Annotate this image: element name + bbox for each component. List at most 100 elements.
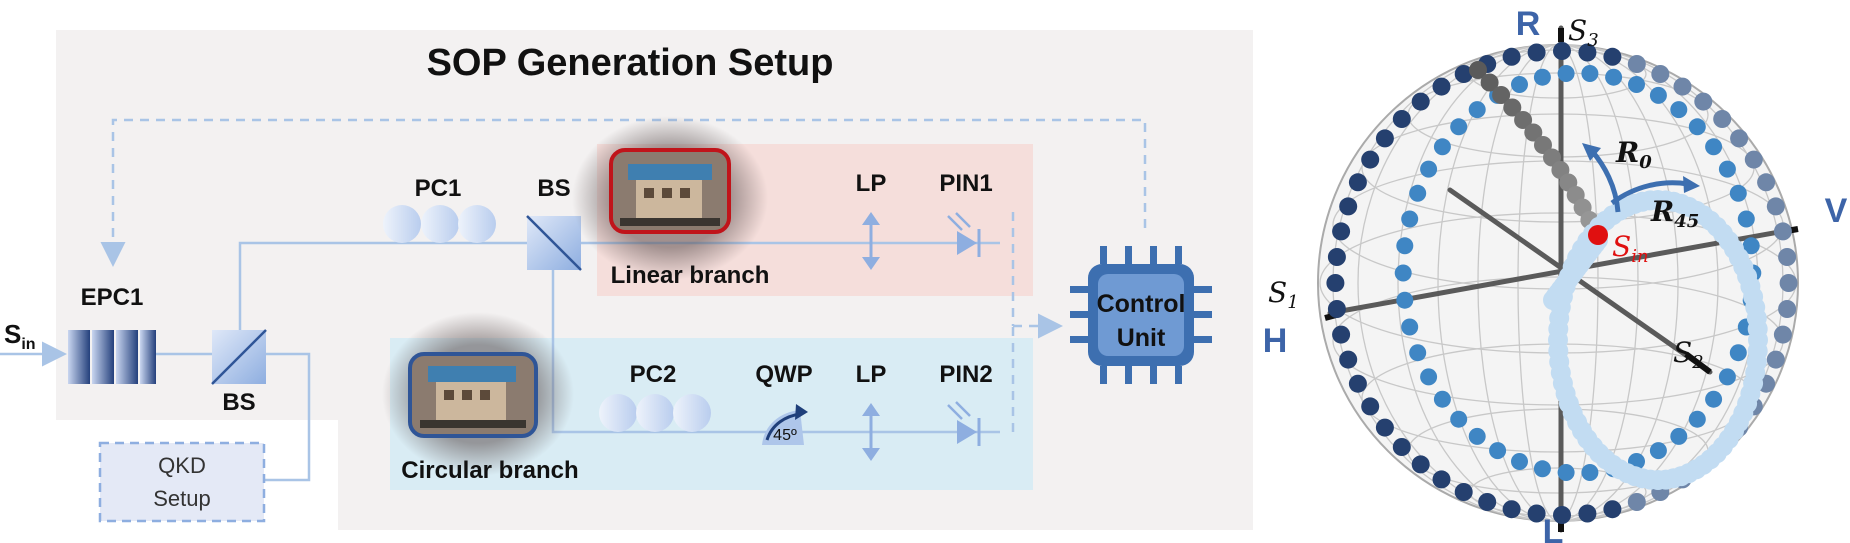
trajectory-dot (1778, 300, 1797, 318)
trajectory-dot (1454, 65, 1473, 83)
trajectory-dot (1553, 42, 1571, 60)
trajectory-dot (1409, 184, 1427, 202)
trajectory-dot (1651, 65, 1670, 83)
trajectory-dot (1348, 374, 1367, 393)
trajectory-dot (1718, 160, 1736, 178)
trajectory-dot (1409, 344, 1427, 362)
trajectory-dot (1766, 350, 1785, 369)
trajectory-dot (1375, 418, 1394, 437)
trajectory-dot (1432, 470, 1451, 489)
trajectory-dot (1468, 427, 1486, 445)
trajectory-dot (1339, 197, 1358, 216)
s-in-point (1588, 225, 1608, 245)
trajectory-dot (1411, 92, 1430, 111)
trajectory-dot (1713, 110, 1732, 128)
r45-arrow (1610, 176, 1700, 206)
trajectory-dot (1469, 61, 1487, 79)
trajectory-dot (1673, 77, 1692, 96)
trajectory-dot (1339, 350, 1358, 369)
beam-splitter-bottom (211, 329, 267, 385)
qwp-label: QWP (755, 361, 812, 388)
trajectory-dot (1581, 65, 1599, 82)
v-label: V (1825, 192, 1848, 230)
trajectory-dot (1578, 504, 1597, 523)
qkd-line1: QKD (158, 453, 206, 478)
circular-branch-label: Circular branch (401, 457, 578, 484)
trajectory-dot (1527, 43, 1546, 62)
trajectory-dot (1478, 493, 1497, 511)
trajectory-dot (1326, 274, 1345, 292)
trajectory-dot (1433, 138, 1451, 156)
trajectory-dot (1773, 222, 1792, 241)
trajectory-dot (1627, 55, 1646, 73)
trajectory-dot (1747, 319, 1768, 339)
trajectory-dot (1480, 73, 1499, 92)
lp2-label: LP (856, 361, 887, 388)
trajectory-dot (1533, 68, 1551, 86)
trajectory-dot (1392, 438, 1411, 456)
trajectory-dot (1396, 291, 1414, 309)
trajectory-dot (1348, 173, 1367, 192)
trajectory-dot (1557, 65, 1575, 82)
trajectory-dot (1773, 325, 1792, 344)
photodiode-1 (947, 212, 981, 257)
trajectory-dot (1511, 76, 1528, 93)
s-in-sphere-label: Sin (1612, 230, 1649, 267)
setup-title: SOP Generation Setup (427, 42, 834, 84)
trajectory-dot (1432, 77, 1451, 96)
qwp-angle: 45º (773, 427, 797, 444)
trajectory-dot (1375, 129, 1394, 148)
trajectory-dot (1327, 248, 1346, 266)
trajectory-dot (1553, 506, 1571, 524)
s3-axis-label: S3 (1568, 14, 1599, 51)
trajectory-dot (1502, 47, 1521, 66)
trajectory-dot (1627, 493, 1646, 511)
trajectory-dot (1737, 210, 1755, 228)
trajectory-dot (1744, 150, 1763, 169)
trajectory-dot (1392, 110, 1411, 128)
control-line2: Unit (1117, 324, 1166, 352)
trajectory-dot (1394, 264, 1412, 282)
trajectory-dot (1729, 184, 1747, 202)
trajectory-dot (1705, 138, 1723, 156)
trajectory-dot (1603, 500, 1622, 519)
control-line1: Control (1097, 290, 1186, 318)
trajectory-dot (1578, 43, 1597, 62)
inner-dot-trajectory (1394, 65, 1762, 481)
trajectory-dot (1757, 173, 1776, 192)
pc1-label: PC1 (415, 175, 462, 202)
trajectory-dot (1411, 455, 1430, 474)
trajectory-dot (1628, 76, 1645, 93)
s1-axis-label: S1 (1268, 276, 1299, 313)
trajectory-dot (1420, 368, 1438, 386)
bs-top-label: BS (537, 175, 570, 202)
trajectory-dot (1401, 318, 1419, 336)
linear-polarizer-1 (862, 212, 880, 270)
trajectory-dot (1502, 500, 1521, 519)
pc1-paddles (383, 205, 496, 243)
h-label: H (1263, 322, 1288, 360)
pole-r-label: R (1516, 5, 1541, 43)
spiral-dot-trajectory (1543, 190, 1768, 490)
bs-bottom-label: BS (222, 389, 255, 416)
trajectory-dot (1688, 118, 1706, 136)
trajectory-dot (1670, 427, 1688, 445)
trajectory-dot (1332, 325, 1351, 344)
pin1-label: PIN1 (939, 170, 992, 197)
trajectory-dot (1779, 274, 1798, 292)
trajectory-dot (1396, 237, 1414, 255)
photodiode-2 (947, 401, 981, 446)
trajectory-dot (1527, 504, 1546, 523)
trajectory-dot (1605, 68, 1623, 86)
trajectory-dot (1489, 442, 1507, 460)
qkd-setup-box (98, 441, 266, 523)
linear-branch-label: Linear branch (611, 262, 770, 289)
epc1-label: EPC1 (81, 284, 144, 311)
qkd-line2: Setup (153, 486, 211, 511)
trajectory-dot (1361, 150, 1380, 169)
trajectory-dot (1766, 197, 1785, 216)
r0-label: R0 (1615, 136, 1652, 173)
pc2-paddles (599, 394, 711, 432)
trajectory-dot (1450, 118, 1468, 136)
